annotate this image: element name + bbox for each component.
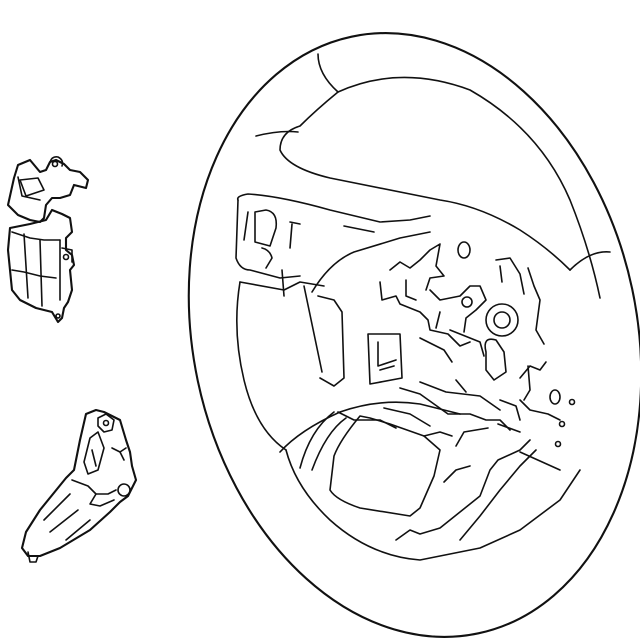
upper-switch — [6, 156, 90, 324]
lower-switch — [20, 408, 138, 563]
steering-wheel — [187, 32, 640, 638]
